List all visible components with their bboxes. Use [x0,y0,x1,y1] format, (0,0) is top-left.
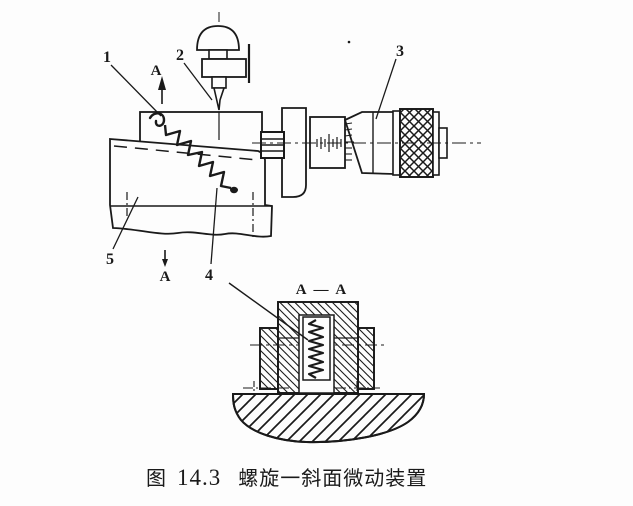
figure-caption: 图 14.3 螺旋一斜面微动装置 [146,462,427,491]
section-marker-top: A [151,63,162,79]
leader-4 [210,187,218,265]
leader-2 [183,62,213,101]
spring-curl [148,112,166,127]
dial-indicator [196,12,251,111]
part-label-5: 5 [106,251,114,268]
spring-end-dot [230,186,238,194]
indicator-needle [212,87,226,111]
spring [163,124,232,190]
incline-hidden-line [113,145,259,161]
section-title: A — A [296,282,349,298]
micrometer-bracket [281,107,307,198]
ground-base-hatch [231,393,426,444]
part-label-3: 3 [396,43,404,60]
indicator-stem [211,76,227,89]
leader-1 [110,64,162,117]
section-arrow-bottom [162,250,168,267]
part-label-4: 4 [205,267,213,284]
indicator-body [201,58,247,78]
leader-3 [375,58,397,120]
stray-dot [347,40,351,44]
section-spring [307,319,325,379]
section-lug-left-hatch [259,327,279,390]
part-label-2: 2 [176,47,184,64]
caption-title: 螺旋一斜面微动装置 [238,468,428,490]
section-slot [302,316,331,381]
section-view [228,282,426,444]
micrometer [252,40,481,198]
main-view [109,12,481,267]
section-lug-right-hatch [357,327,375,390]
section-leader [228,282,309,341]
section-marker-bottom: A [160,269,171,285]
caption-number: 14.3 [177,465,222,490]
leader-5 [112,196,139,250]
thimble-graduations [344,122,354,161]
section-arrow-top [158,76,166,104]
caption-prefix: 图 [146,468,166,490]
part-label-1: 1 [103,49,111,66]
indicator-neck [208,49,228,60]
indicator-dome [196,25,240,51]
